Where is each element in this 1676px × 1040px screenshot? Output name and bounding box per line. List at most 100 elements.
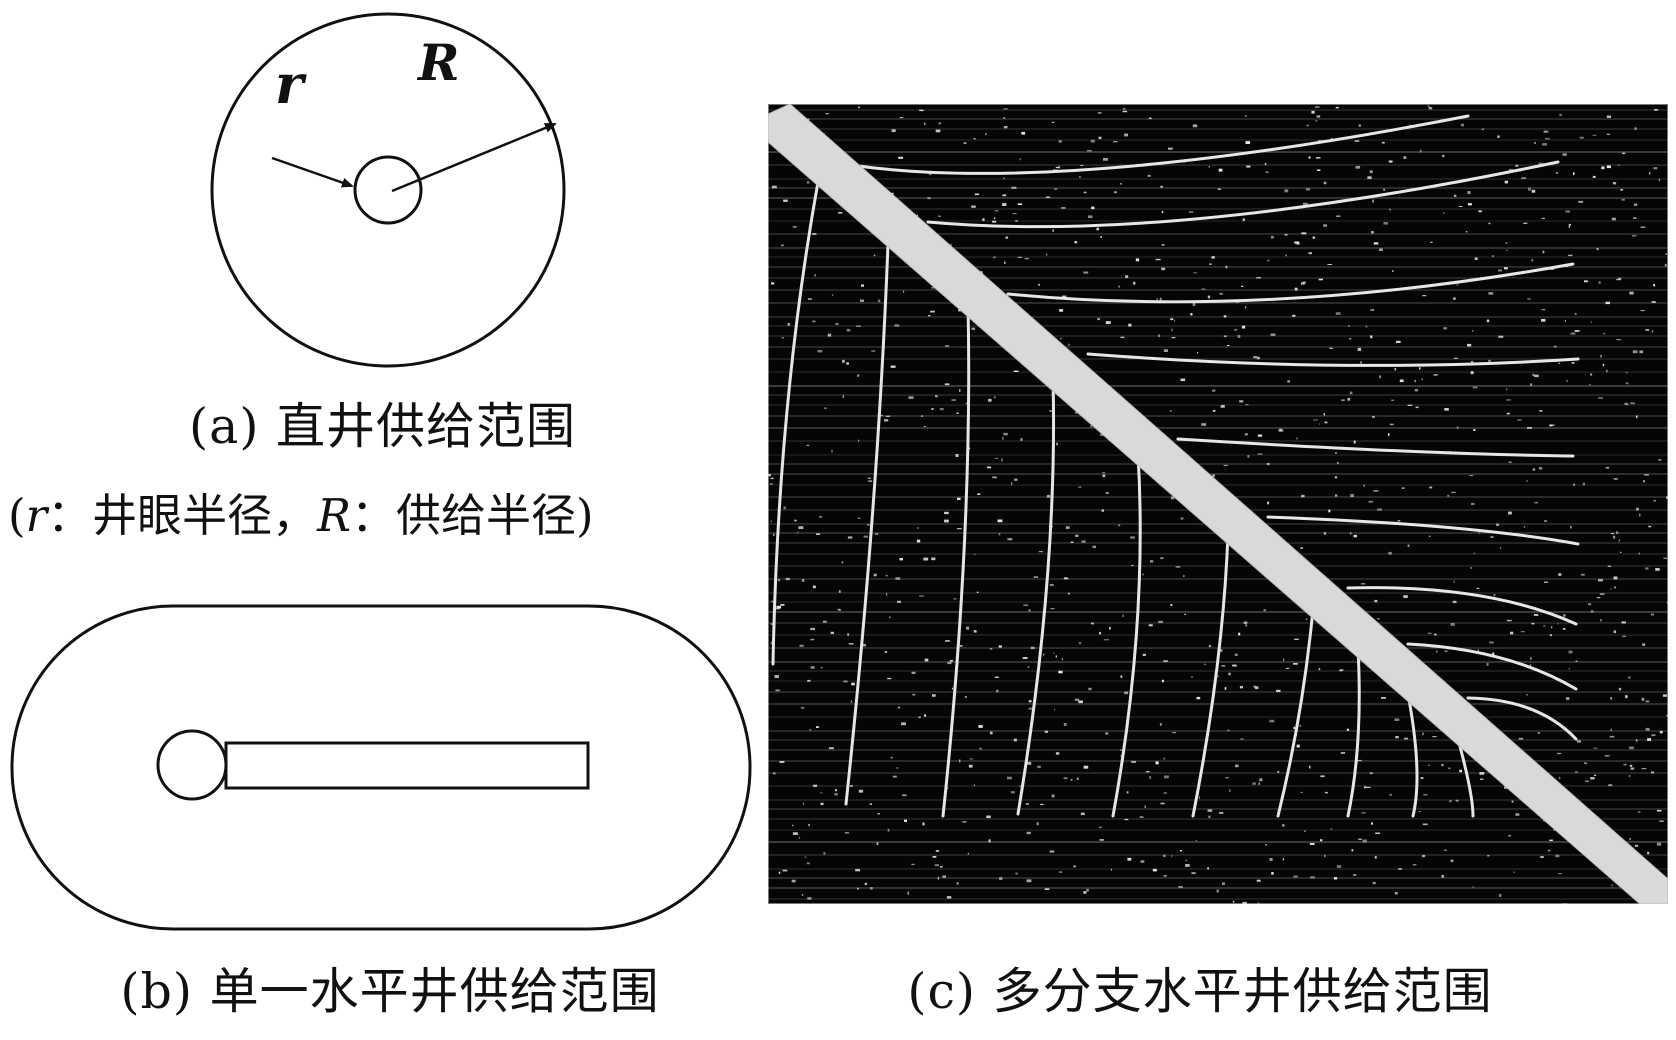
speckle <box>944 383 950 386</box>
speckle <box>1078 486 1082 488</box>
speckle <box>1074 241 1077 244</box>
speckle <box>1036 822 1039 826</box>
speckle <box>1455 799 1459 802</box>
speckle <box>1666 601 1668 604</box>
speckle <box>1444 650 1448 652</box>
speckle <box>1292 314 1296 317</box>
speckle <box>1155 258 1161 261</box>
speckle <box>1074 698 1080 701</box>
speckle <box>1245 141 1251 144</box>
speckle <box>1573 172 1575 176</box>
speckle <box>783 506 786 510</box>
speckle <box>1068 592 1070 595</box>
speckle <box>823 620 827 623</box>
speckle <box>876 842 879 846</box>
speckle <box>1341 399 1345 401</box>
speckle <box>1448 767 1451 769</box>
panel-b-caption: (b) 单一水平井供给范围 <box>120 963 660 1020</box>
speckle <box>841 561 844 564</box>
note-open-paren: ( <box>8 489 26 542</box>
speckle <box>1568 668 1570 670</box>
speckle <box>968 764 973 768</box>
speckle <box>1201 288 1206 290</box>
speckle <box>1541 217 1545 219</box>
speckle <box>1256 879 1261 882</box>
speckle <box>1590 373 1593 376</box>
speckle <box>1593 774 1596 776</box>
speckle <box>806 181 810 184</box>
speckle <box>856 325 861 327</box>
speckle <box>1373 242 1379 245</box>
speckle <box>1366 786 1371 788</box>
speckle <box>1098 826 1102 829</box>
note-r-symbol: r <box>25 489 48 542</box>
speckle <box>1015 872 1018 875</box>
speckle <box>979 747 982 750</box>
speckle <box>1092 545 1096 549</box>
vertical-section-circle <box>156 729 228 801</box>
speckle <box>1255 686 1259 690</box>
speckle <box>1486 319 1490 323</box>
speckle <box>843 680 848 683</box>
speckle <box>1175 566 1181 568</box>
speckle <box>1043 653 1045 656</box>
speckle <box>1192 124 1198 128</box>
speckle <box>959 759 961 763</box>
speckle <box>1456 284 1459 286</box>
speckle <box>1643 480 1645 483</box>
speckle <box>846 362 849 365</box>
speckle <box>1011 482 1013 486</box>
speckle <box>851 682 855 686</box>
speckle <box>1420 149 1422 153</box>
speckle <box>1061 207 1066 209</box>
speckle <box>1318 278 1323 281</box>
speckle <box>919 595 925 597</box>
speckle <box>1232 900 1235 903</box>
speckle <box>855 869 860 872</box>
speckle <box>924 122 926 126</box>
speckle <box>1477 649 1479 652</box>
speckle <box>1629 746 1634 750</box>
lower-branch <box>1191 532 1230 818</box>
speckle <box>1296 437 1298 440</box>
speckle <box>1544 520 1547 522</box>
speckle <box>1549 634 1552 636</box>
speckle <box>1391 399 1394 401</box>
speckle <box>1144 805 1146 809</box>
speckle <box>1499 547 1502 549</box>
speckle <box>774 607 780 610</box>
speckle <box>1434 633 1437 636</box>
speckle <box>950 243 952 246</box>
panel-c-multilateral-well <box>768 104 1668 904</box>
speckle <box>1578 200 1584 203</box>
speckle <box>1021 131 1026 135</box>
speckle <box>935 129 941 133</box>
speckle <box>1161 211 1164 214</box>
speckle <box>1270 235 1274 239</box>
speckle <box>1325 791 1328 794</box>
speckle <box>1334 476 1338 479</box>
speckle <box>1565 210 1570 213</box>
speckle <box>1568 225 1570 228</box>
speckle <box>1467 343 1472 347</box>
speckle <box>1098 136 1102 140</box>
speckle <box>1241 325 1246 329</box>
speckle <box>1002 194 1007 197</box>
speckle <box>1421 378 1423 380</box>
speckle <box>1219 649 1223 652</box>
speckle <box>1634 127 1637 130</box>
speckle <box>1327 264 1332 265</box>
speckle <box>1218 168 1223 172</box>
speckle <box>1534 501 1538 504</box>
supply-radius-arrow <box>391 122 557 193</box>
speckle <box>964 696 967 698</box>
speckle <box>1323 413 1325 416</box>
speckle <box>1308 156 1311 159</box>
speckle <box>939 407 944 411</box>
note-R-text: ：供给半径) <box>350 489 594 542</box>
speckle <box>1590 321 1592 323</box>
speckle <box>891 129 896 133</box>
speckle <box>1101 509 1104 512</box>
speckle <box>1632 350 1638 354</box>
speckle <box>1019 158 1021 161</box>
